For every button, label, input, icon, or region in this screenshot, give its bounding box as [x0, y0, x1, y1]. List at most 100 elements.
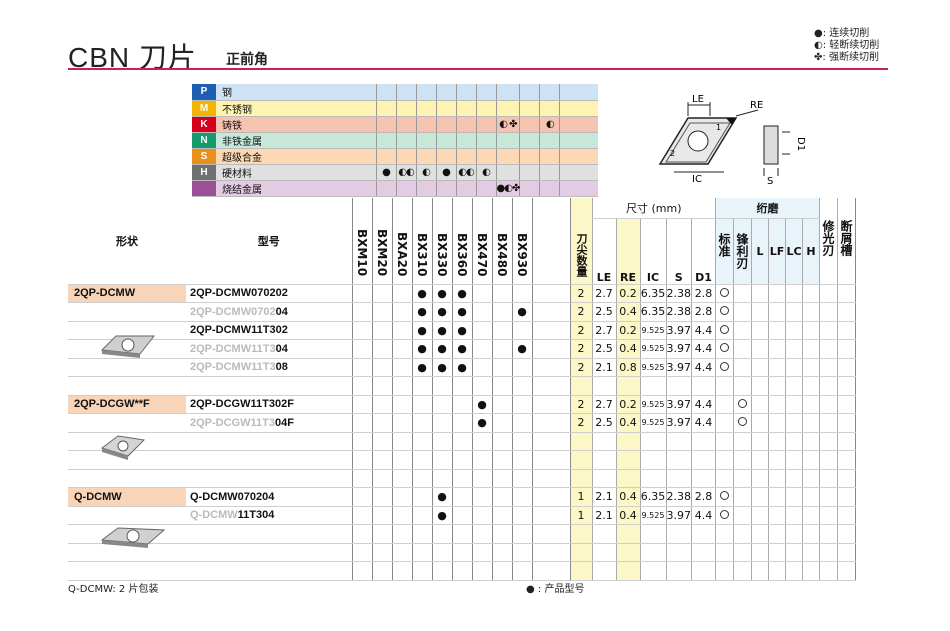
grade-availability	[511, 358, 532, 377]
material-grade-mark	[519, 84, 540, 101]
model-code-suffix: 2QP-DCMW070202	[190, 287, 288, 300]
hone-sharp-cell	[733, 358, 752, 377]
grade-availability	[451, 413, 472, 433]
material-grade-mark	[519, 132, 540, 149]
model-code-suffix: 11T304	[237, 509, 275, 522]
filler-row	[68, 450, 856, 470]
edges-value: 2	[569, 339, 592, 359]
grade-availability	[451, 524, 472, 544]
spacer-cell	[531, 321, 570, 340]
shape-cell	[68, 450, 186, 470]
header-le: LE	[591, 218, 616, 285]
material-spacer	[559, 148, 598, 165]
group-label: 2QP-DCMW	[68, 284, 186, 303]
header-chipbreaker: 断屑槽	[837, 198, 856, 285]
shape-cell	[68, 506, 186, 525]
le-value	[591, 450, 616, 470]
spacer-cell	[531, 543, 570, 562]
filler-row	[68, 561, 856, 581]
grade-availability	[351, 432, 372, 451]
le-value	[591, 469, 616, 488]
spacer-cell	[531, 284, 570, 303]
material-grade-mark	[455, 180, 476, 197]
chipbreaker-cell	[837, 395, 856, 414]
grade-availability	[511, 543, 532, 562]
material-spacer	[559, 100, 598, 117]
grade-availability	[471, 302, 492, 322]
grade-availability	[491, 487, 512, 507]
grade-availability	[391, 395, 412, 414]
material-name: 超级合金	[216, 148, 376, 165]
material-grade-mark	[539, 84, 560, 101]
grade-availability	[471, 321, 492, 340]
dim-value	[639, 543, 666, 562]
shape-cell	[68, 561, 186, 581]
hone-empty-cell	[733, 376, 752, 396]
hone-empty-cell	[768, 376, 786, 396]
model-code-suffix: 04	[275, 342, 288, 355]
material-name: 铸铁	[216, 116, 376, 133]
material-grade-mark	[435, 180, 456, 197]
filler-row	[68, 524, 856, 544]
chipbreaker-cell	[837, 284, 856, 303]
ic-value: 9.525	[639, 321, 666, 340]
dim-value	[639, 524, 666, 544]
material-grade-mark	[475, 116, 496, 133]
grade-availability	[491, 321, 512, 340]
edges-value	[569, 376, 592, 396]
standard-hone-mark	[720, 361, 729, 371]
dim-value	[639, 450, 666, 470]
grade-availability: ●	[511, 339, 532, 359]
edges-value	[569, 432, 592, 451]
legend-light-interrupted: ◐: 轻断续切削	[814, 40, 880, 51]
grade-availability	[371, 413, 392, 433]
material-name: 钢	[216, 84, 376, 101]
header-model: 型号	[186, 198, 352, 285]
chipbreaker-cell	[837, 339, 856, 359]
grade-availability	[371, 302, 392, 322]
header-hone-lf: LF	[768, 218, 786, 285]
wiper-cell	[819, 284, 838, 303]
sharp-hone-mark	[738, 417, 747, 427]
insert-side-view	[763, 125, 779, 165]
hone-empty-cell	[802, 302, 820, 322]
grade-availability	[411, 413, 432, 433]
material-grade-mark: ◐	[539, 116, 560, 133]
dim-value	[639, 469, 666, 488]
insert-photo-2qp-dcmw	[100, 335, 156, 358]
material-grade-mark	[519, 164, 540, 181]
hone-sharp-cell	[733, 487, 752, 507]
grade-availability	[471, 358, 492, 377]
ic-value: 9.525	[639, 358, 666, 377]
hone-empty-cell	[802, 506, 820, 525]
material-grade-mark	[435, 116, 456, 133]
hone-empty-cell	[733, 469, 752, 488]
material-grade-mark	[519, 148, 540, 165]
header-hone-h: H	[802, 218, 820, 285]
hone-empty-cell	[751, 413, 769, 433]
hone-empty-cell	[785, 432, 803, 451]
wiper-cell	[819, 358, 838, 377]
hone-standard-cell	[715, 506, 734, 525]
grade-availability	[371, 395, 392, 414]
hone-empty-cell	[819, 561, 838, 581]
model-code: 2QP-DCMW11T308	[186, 358, 352, 377]
chipbreaker-cell	[837, 432, 856, 451]
model-code-prefix: 2QP-DCMW0702	[190, 305, 276, 318]
material-grade-mark	[435, 84, 456, 101]
dim-value	[665, 376, 692, 396]
grade-availability	[371, 487, 392, 507]
grade-availability	[511, 524, 532, 544]
material-grade-mark: ◐	[415, 164, 436, 181]
spacer-cell	[531, 561, 570, 581]
hone-empty-cell	[802, 358, 820, 377]
edges-value: 2	[569, 321, 592, 340]
material-grade-mark	[375, 84, 396, 101]
material-grade-mark	[415, 132, 436, 149]
material-grade-mark	[495, 164, 520, 181]
grade-availability	[391, 321, 412, 340]
edges-value: 2	[569, 302, 592, 322]
s-value: 2.38	[665, 284, 692, 303]
